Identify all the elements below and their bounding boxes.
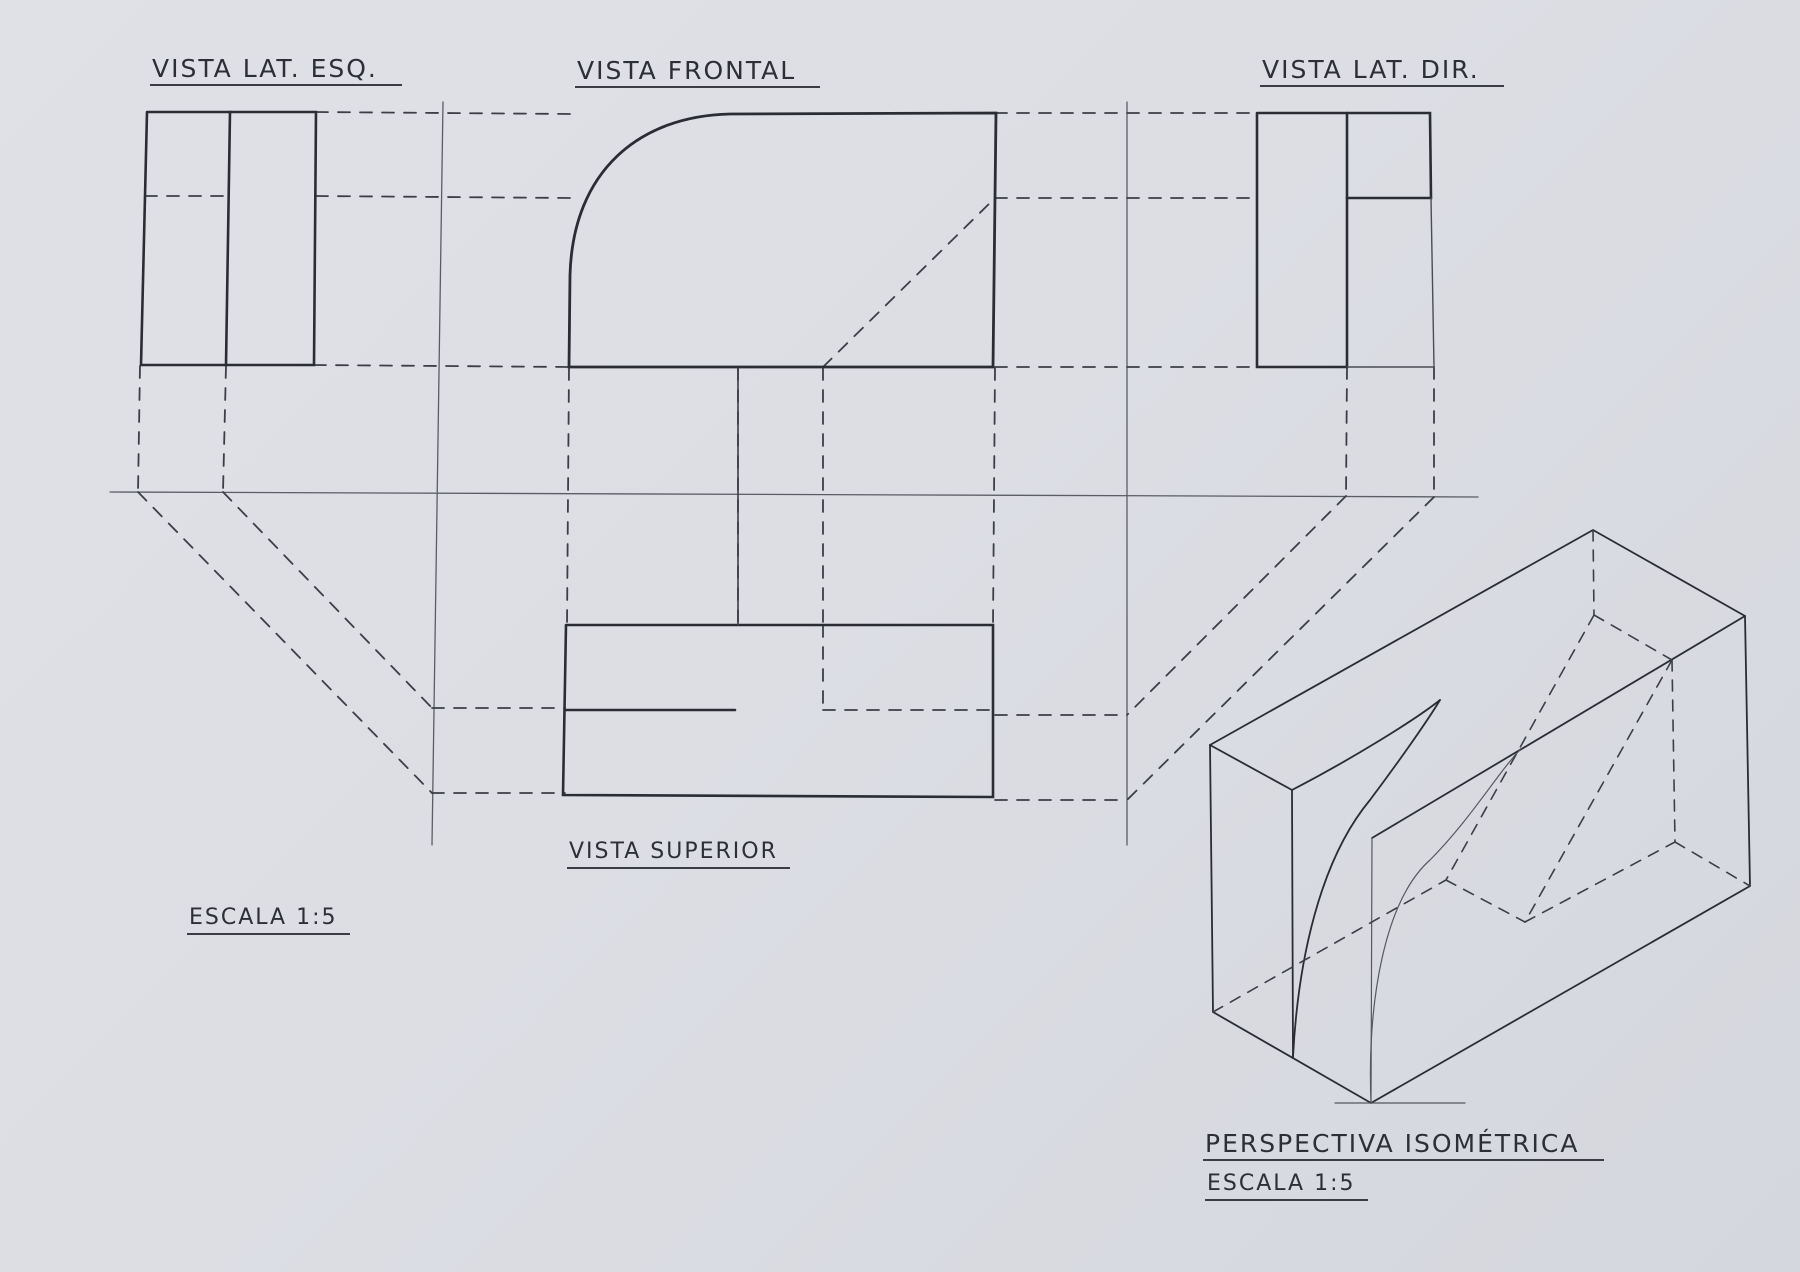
iso-hidden-floor-back [1524,841,1676,923]
isometric-title-label: PERSPECTIVA ISOMÉTRICA [1203,1130,1604,1161]
right-side-view-thin [1346,197,1435,368]
isometric-view [1209,528,1751,1105]
iso-hidden-inner-vertical [1671,659,1676,843]
iso-curve-front [1292,699,1441,1058]
right-view-thin-outline [1346,197,1435,368]
left-side-view-label: VISTA LAT. ESQ. [150,55,402,86]
iso-hidden-floor-step [1445,879,1526,923]
front-view [567,111,998,369]
front-view-outline [567,111,998,369]
isometric-thin [1334,749,1521,1104]
iso-hidden-floor-right [1674,841,1751,887]
scale-label: ESCALA 1:5 [187,904,350,935]
front-view-label: VISTA FRONTAL [575,57,821,88]
isometric-hidden [1212,529,1751,1013]
reference-line-horizontal [109,491,1479,498]
iso-hidden-floor-front [1212,879,1447,1013]
projection-left-vertical-2 [222,365,227,493]
left-view-outline-b [224,110,318,367]
iso-hidden-diagonal-b [1524,659,1673,923]
miter-line-left-inner [222,491,433,709]
projection-bottom-left [313,364,571,368]
iso-hidden-back-vertical [1592,529,1595,616]
iso-back-top-edge [1371,615,1746,839]
miter-line-right-outer [1126,496,1435,801]
right-view-outline [1255,111,1433,369]
projection-lines [137,111,1435,801]
projection-front-vertical-left [566,367,570,626]
projection-front-vertical-right [992,367,996,626]
iso-hidden-back-top [1593,614,1673,661]
iso-curve-back [1369,749,1521,1104]
iso-front-vertical-edge [1291,789,1294,1058]
miter-line-right-inner [1126,495,1347,716]
left-side-view [139,110,318,367]
projection-left-vertical-1 [137,365,141,493]
hidden-edge-front-diagonal [822,197,996,368]
isometric-scale-label: ESCALA 1:5 [1205,1170,1368,1201]
left-view-outline-a [139,110,232,367]
projection-right-vertical-1 [1345,366,1348,497]
right-side-view [1255,111,1433,369]
right-side-view-label: VISTA LAT. DIR. [1260,56,1504,87]
projection-mid-left [315,195,571,199]
top-view [561,623,995,799]
iso-inner-vertical [1370,837,1373,1104]
reference-lines [109,101,1479,846]
miter-line-left-outer [137,491,433,794]
iso-curve-top [1291,699,1441,791]
reference-line-left-vertical [431,101,444,846]
iso-outline [1209,528,1751,1105]
iso-front-top-edge [1209,744,1293,791]
top-view-outline [561,623,995,799]
iso-hidden-diagonal-a [1445,614,1595,881]
top-view-label: VISTA SUPERIOR [567,838,790,869]
